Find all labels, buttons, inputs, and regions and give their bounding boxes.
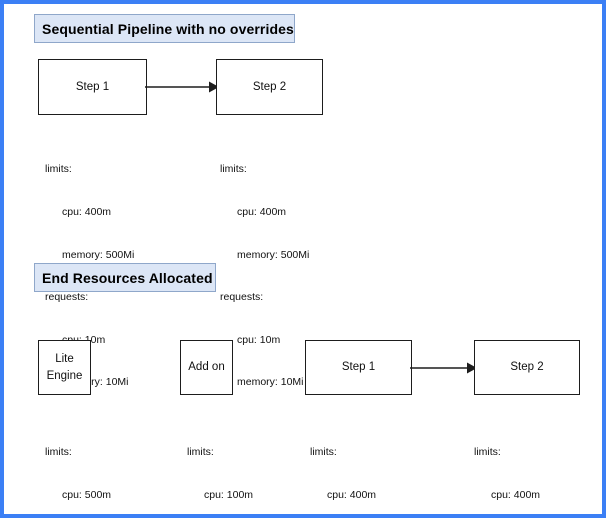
- node-top-step-1[interactable]: Step 1: [38, 59, 147, 115]
- arrow-top-step1-to-step2: [145, 81, 219, 93]
- limits-label: limits:: [187, 446, 214, 459]
- limits-cpu: cpu: 400m: [62, 206, 112, 219]
- resource-spec-add-on: limits: cpu: 100m memory: 100Mi requests…: [187, 417, 276, 514]
- limits-memory: memory: 500Mi: [62, 248, 135, 261]
- limits-label: limits:: [45, 446, 72, 459]
- limits-label: limits:: [310, 446, 337, 459]
- requests-memory: memory: 10Mi: [237, 376, 304, 389]
- node-label: Add on: [188, 361, 225, 374]
- limits-label: limits:: [45, 163, 72, 176]
- section-title-end-resources-allocated: End Resources Allocated: [34, 263, 216, 292]
- limits-label: limits:: [220, 163, 247, 176]
- limits-memory: memory: 500Mi: [237, 248, 310, 261]
- requests-cpu: cpu: 10m: [237, 333, 281, 346]
- limits-cpu: cpu: 400m: [327, 489, 377, 502]
- resource-spec-top-step-2: limits: cpu: 400m memory: 500Mi requests…: [220, 134, 309, 418]
- node-label-line-2: Engine: [46, 369, 83, 382]
- resource-spec-bottom-step-2: limits: cpu: 400m memory: 500Mi requests…: [474, 417, 563, 514]
- limits-cpu: cpu: 500m: [62, 489, 112, 502]
- requests-label: requests:: [45, 291, 89, 304]
- requests-label: requests:: [220, 291, 264, 304]
- limits-cpu: cpu: 400m: [491, 489, 541, 502]
- node-label: Step 2: [252, 80, 287, 93]
- node-label: Lite Engine: [47, 351, 83, 384]
- arrow-bottom-step1-to-step2: [410, 362, 477, 374]
- node-label-line-1: Lite: [55, 352, 74, 365]
- limits-cpu: cpu: 400m: [237, 206, 287, 219]
- node-add-on[interactable]: Add on: [180, 340, 233, 395]
- section-title-sequential-pipeline: Sequential Pipeline with no overrides: [34, 14, 295, 43]
- limits-cpu: cpu: 100m: [204, 489, 254, 502]
- node-lite-engine[interactable]: Lite Engine: [38, 340, 91, 395]
- node-top-step-2[interactable]: Step 2: [216, 59, 323, 115]
- limits-label: limits:: [474, 446, 501, 459]
- node-bottom-step-1[interactable]: Step 1: [305, 340, 412, 395]
- resource-spec-lite-engine: limits: cpu: 500m memory: 600Mi requests…: [45, 417, 134, 514]
- node-bottom-step-2[interactable]: Step 2: [474, 340, 580, 395]
- node-label: Step 1: [341, 361, 376, 374]
- node-label: Step 1: [75, 80, 110, 93]
- resource-spec-bottom-step-1: limits: cpu: 400m memory: 500Mi requests…: [310, 417, 399, 514]
- node-label: Step 2: [510, 361, 544, 374]
